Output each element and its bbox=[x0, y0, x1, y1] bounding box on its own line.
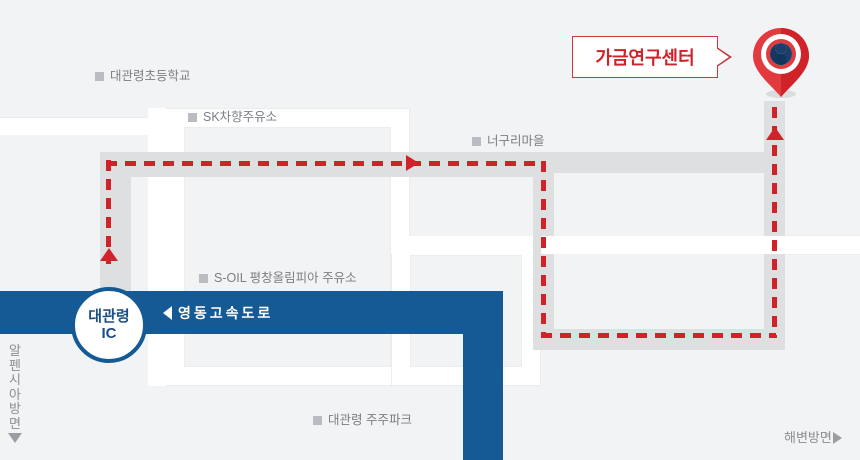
destination-label: 가금연구센터 bbox=[595, 48, 695, 68]
poi-label-neoguri-village[interactable]: 너구리마을 bbox=[472, 135, 545, 148]
interchange-type: IC bbox=[101, 325, 117, 342]
poi-text: SK차향주유소 bbox=[203, 110, 278, 124]
direction-char: 면 bbox=[9, 415, 21, 431]
road-crossing-right-corridor bbox=[541, 236, 860, 254]
poi-square-icon bbox=[313, 415, 322, 425]
triangle-down-icon bbox=[8, 433, 22, 444]
direction-char: 알 bbox=[9, 343, 21, 358]
route-arrow-up-left-icon bbox=[100, 248, 118, 261]
direction-label-beach[interactable]: 해변방면 bbox=[784, 431, 842, 444]
poi-text: 대관령 주주파크 bbox=[328, 413, 412, 427]
road-segment-upper-left bbox=[0, 118, 180, 135]
poi-square-icon bbox=[472, 136, 481, 146]
road-edge-line-upper-left bbox=[0, 117, 180, 118]
direction-char: 시 bbox=[9, 372, 21, 388]
map-pin-taegeuk-icon[interactable] bbox=[750, 26, 812, 105]
route-segment-right-block-left bbox=[541, 161, 546, 338]
callout-tail bbox=[716, 48, 729, 66]
poi-square-icon bbox=[199, 273, 208, 283]
route-segment-right-block-bottom bbox=[541, 333, 776, 338]
poi-text: 너구리마을 bbox=[487, 134, 545, 148]
destination-callout[interactable]: 가금연구센터 bbox=[572, 36, 718, 78]
route-segment-left-vertical bbox=[106, 160, 111, 264]
direction-text: 해변방면 bbox=[784, 430, 832, 445]
poi-square-icon bbox=[188, 112, 197, 122]
route-segment-top-horizontal bbox=[106, 161, 544, 166]
route-arrow-right-top-icon bbox=[406, 155, 419, 171]
route-arrow-up-right-icon bbox=[766, 127, 784, 140]
expressway-vertical-band bbox=[463, 291, 503, 460]
interchange-name: 대관령 bbox=[88, 307, 130, 325]
direction-char: 방 bbox=[9, 401, 21, 417]
poi-label-soil-gas-station[interactable]: S-OIL 평창올림피아 주유소 bbox=[199, 272, 357, 285]
poi-text: 대관령초등학교 bbox=[110, 69, 191, 83]
poi-label-daegwallyeong-elementary[interactable]: 대관령초등학교 bbox=[95, 70, 191, 83]
road-segment-left-vertical bbox=[148, 108, 166, 386]
direction-char: 아 bbox=[9, 386, 21, 402]
poi-label-daegwallyeong-parking[interactable]: 대관령 주주파크 bbox=[313, 414, 412, 427]
direction-label-alpensia[interactable]: 알 펜 시 아 방 면 bbox=[8, 343, 22, 444]
triangle-right-icon bbox=[832, 431, 842, 444]
poi-label-sk-gas-station[interactable]: SK차향주유소 bbox=[188, 111, 277, 124]
poi-text: S-OIL 평창올림피아 주유소 bbox=[214, 271, 357, 285]
interchange-marker-daegwallyeong[interactable]: 대관령 IC bbox=[71, 287, 147, 363]
poi-square-icon bbox=[95, 71, 104, 81]
route-segment-right-block-right bbox=[772, 107, 777, 338]
direction-char: 펜 bbox=[9, 357, 21, 373]
expressway-label: 영동고속도로 bbox=[178, 305, 274, 321]
road-block-central-interior-outline bbox=[184, 127, 391, 367]
expressway-direction-arrow-icon bbox=[163, 306, 172, 320]
